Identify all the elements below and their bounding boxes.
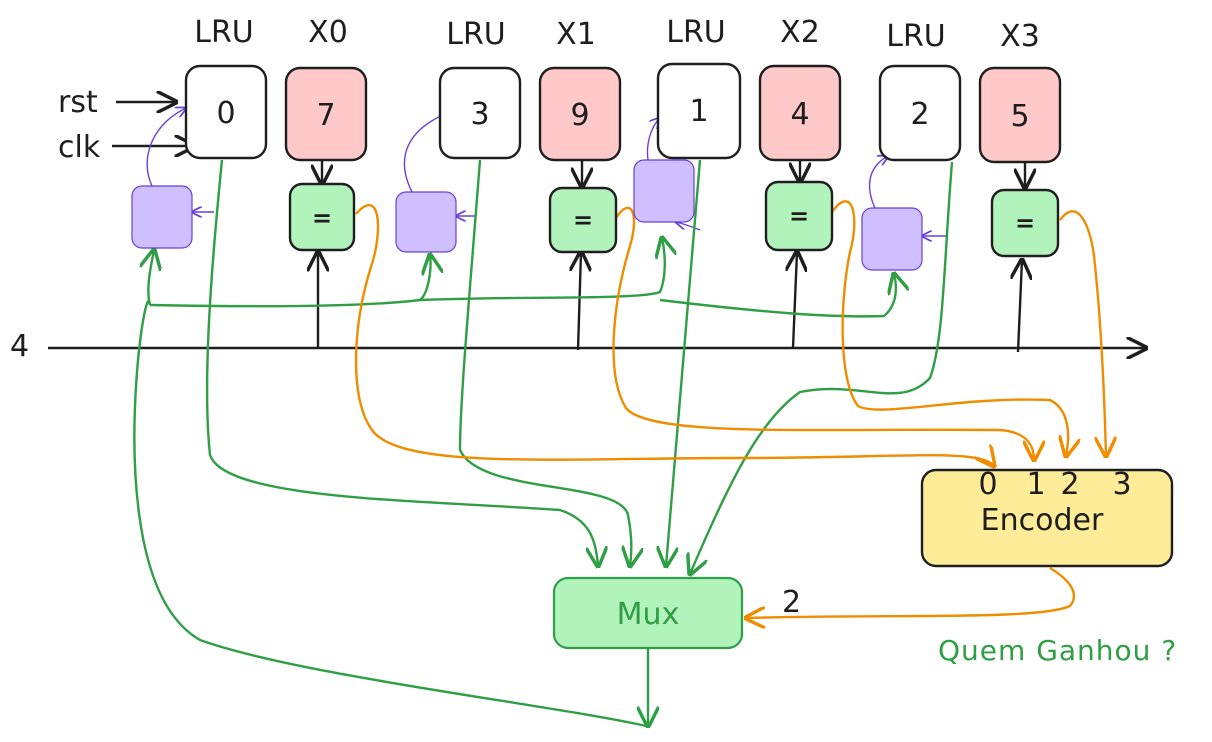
comparator-symbol-2: = [789, 202, 809, 230]
x-label-1: X1 [556, 17, 596, 52]
comparator-symbol-1: = [573, 206, 593, 234]
x-label-3: X3 [1000, 19, 1040, 54]
mux-select-value: 2 [782, 585, 801, 620]
x-register-0 [284, 66, 368, 162]
update-to-lru-3 [868, 156, 888, 211]
comparator-1 [548, 186, 618, 254]
mux-label: Mux [617, 597, 680, 632]
clk-label: clk [58, 130, 101, 165]
encoder-input-2: 2 [1060, 467, 1079, 502]
lru-value-3: 2 [910, 97, 929, 132]
encoder-block [920, 468, 1174, 568]
lru-update-block-3 [861, 207, 923, 271]
lru-2-to-mux [666, 159, 702, 566]
eq-2-to-encoder [831, 200, 1068, 456]
lru-value-1: 3 [470, 97, 489, 132]
encoder-label: Encoder [981, 503, 1104, 538]
question-text: Quem Ganhou ? [938, 634, 1177, 667]
lru-register-2 [656, 62, 742, 160]
update-to-lru-1 [403, 112, 450, 193]
lru-value-0: 0 [216, 96, 235, 131]
lru-update-block-1 [395, 191, 457, 253]
lru-update-block-0 [131, 185, 193, 249]
lru-register-0 [184, 64, 268, 160]
encoder-input-0: 0 [978, 467, 997, 502]
x-value-2: 4 [790, 97, 809, 132]
bus-tap-2 [793, 252, 797, 349]
lru-label-3: LRU [886, 19, 946, 54]
x-register-3 [978, 66, 1062, 164]
bus-tap-3 [1018, 260, 1022, 353]
comparator-0 [288, 182, 356, 252]
bus-tap-1 [578, 252, 581, 351]
lru-register-1 [438, 66, 522, 160]
x-value-1: 9 [570, 98, 589, 133]
lru-label-1: LRU [446, 17, 506, 52]
rst-label: rst [58, 85, 98, 120]
x-label-2: X2 [780, 15, 820, 50]
hit-wire-update-3 [659, 274, 896, 318]
lru-register-3 [878, 64, 962, 162]
eq-3-to-encoder [1059, 210, 1106, 456]
hit-wire-update-0 [148, 250, 154, 306]
hit-wire-trunk [149, 255, 431, 308]
hit-wire-update-2 [419, 238, 665, 302]
eq-0-to-encoder [354, 204, 994, 466]
update-to-lru-0 [146, 108, 186, 187]
mux-block [552, 576, 744, 650]
encoder-to-mux-select [746, 566, 1076, 618]
x-register-2 [758, 64, 842, 162]
bus-value-label: 4 [10, 329, 29, 364]
x-value-3: 5 [1010, 99, 1029, 134]
lru-to-update-2 [676, 222, 701, 231]
x-value-0: 7 [316, 98, 335, 133]
encoder-input-3: 3 [1112, 467, 1131, 502]
x-register-1 [538, 66, 622, 162]
comparator-2 [764, 180, 834, 252]
x-label-0: X0 [308, 15, 348, 50]
lru-label-2: LRU [666, 15, 726, 50]
comparator-symbol-0: = [312, 204, 332, 232]
encoder-input-1: 1 [1026, 467, 1045, 502]
lru-update-block-2 [633, 159, 695, 223]
lru-label-0: LRU [194, 15, 254, 50]
feedback-to-update [133, 299, 647, 728]
lru-value-2: 1 [689, 94, 708, 129]
eq-1-to-encoder [612, 206, 1034, 460]
comparator-symbol-3: = [1015, 209, 1035, 237]
lru-3-to-mux [690, 161, 954, 574]
lru-0-to-mux [205, 159, 598, 566]
lru-1-to-mux [458, 159, 631, 566]
comparator-3 [990, 188, 1060, 258]
